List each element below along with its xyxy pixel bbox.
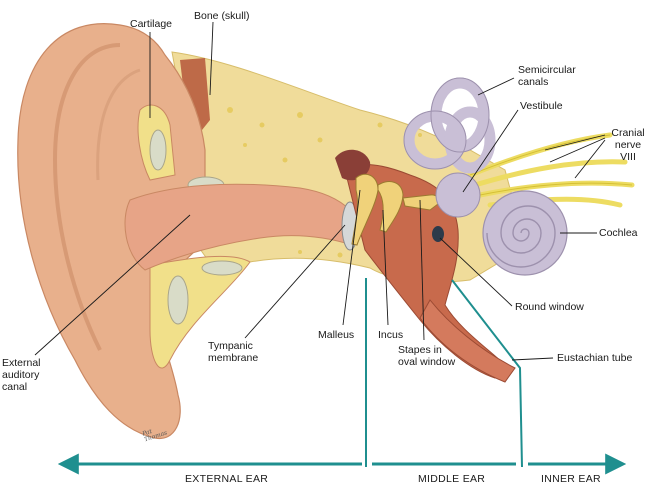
leader-nerve-2 bbox=[549, 137, 606, 163]
label-cochlea: Cochlea bbox=[599, 227, 638, 239]
label-external-auditory-canal: External auditory canal bbox=[2, 357, 41, 393]
label-tympanic-membrane: Tympanic membrane bbox=[208, 340, 259, 364]
round-window-shape bbox=[432, 226, 444, 242]
leader-vestibule bbox=[462, 109, 519, 193]
cochlea-spiral bbox=[486, 205, 556, 268]
semicircular-canals-outline bbox=[403, 77, 490, 170]
vestibule-shape bbox=[435, 172, 481, 218]
semicircular-canals-shape bbox=[403, 77, 496, 174]
leader-eustachian bbox=[511, 357, 554, 361]
leader-lines bbox=[34, 21, 606, 361]
leader-semicircular bbox=[477, 77, 515, 96]
leader-bone bbox=[209, 21, 214, 96]
label-incus: Incus bbox=[378, 329, 404, 341]
leader-canal bbox=[34, 214, 191, 356]
leader-round-window bbox=[439, 237, 513, 307]
label-bone-skull: Bone (skull) bbox=[194, 10, 250, 22]
label-semicircular-canals: Semicircular canals bbox=[518, 64, 576, 88]
leader-nerve-1 bbox=[544, 134, 606, 151]
eustachian-tube-shape bbox=[419, 299, 516, 383]
auricle-fold bbox=[52, 43, 121, 351]
incus-shape bbox=[377, 181, 404, 233]
cartilage-piece-4 bbox=[201, 260, 243, 276]
leader-malleus bbox=[342, 189, 361, 326]
leader-incus bbox=[382, 209, 389, 326]
leader-nerve-3 bbox=[574, 139, 606, 179]
label-vestibule: Vestibule bbox=[520, 100, 563, 112]
label-cranial-nerve: Cranial nerve VIII bbox=[611, 127, 645, 163]
cartilage-piece-1 bbox=[149, 129, 167, 171]
section-dividers bbox=[365, 278, 523, 468]
label-stapes: Stapes in oval window bbox=[398, 344, 456, 368]
leader-stapes bbox=[419, 199, 425, 341]
auricle-inner-fold bbox=[96, 68, 141, 181]
cartilage-piece-3 bbox=[167, 275, 189, 325]
label-malleus: Malleus bbox=[318, 329, 355, 341]
label-round-window: Round window bbox=[515, 301, 584, 313]
section-inner-ear: INNER EAR bbox=[541, 473, 601, 485]
mastoid-dark-region bbox=[335, 149, 371, 181]
section-middle-ear: MIDDLE EAR bbox=[418, 473, 486, 485]
leader-tympanic bbox=[244, 224, 346, 339]
label-eustachian-tube: Eustachian tube bbox=[557, 352, 633, 364]
auditory-canal bbox=[124, 183, 353, 271]
section-external-ear: EXTERNAL EAR bbox=[185, 473, 269, 485]
label-cartilage: Cartilage bbox=[130, 18, 173, 30]
